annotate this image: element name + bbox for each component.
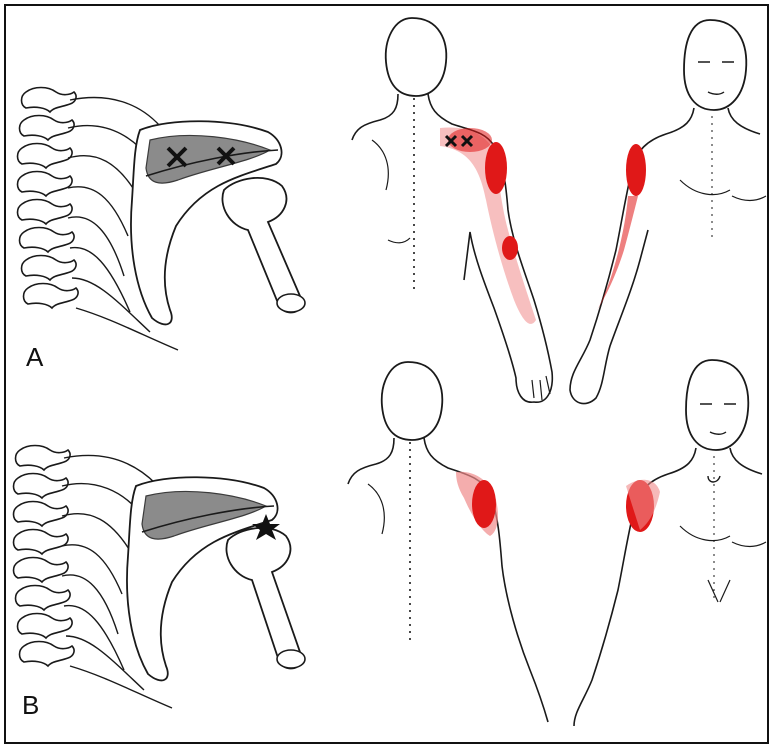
scapula-a — [131, 121, 305, 324]
scapula-skeleton-a — [18, 88, 306, 351]
panel-label-b: B — [22, 692, 39, 718]
scapula-b — [127, 477, 305, 680]
back-figure-b — [348, 362, 548, 722]
referred-pain-zone-front-b — [626, 480, 660, 532]
referred-pain-zone-back-b — [456, 472, 498, 536]
front-figure-a — [570, 20, 766, 404]
panel-label-a: A — [26, 344, 43, 370]
spine-b — [14, 446, 75, 667]
scapula-skeleton-b — [14, 446, 306, 709]
spine-a — [18, 88, 79, 309]
front-figure-b — [574, 360, 766, 726]
back-figure-a — [352, 18, 552, 402]
